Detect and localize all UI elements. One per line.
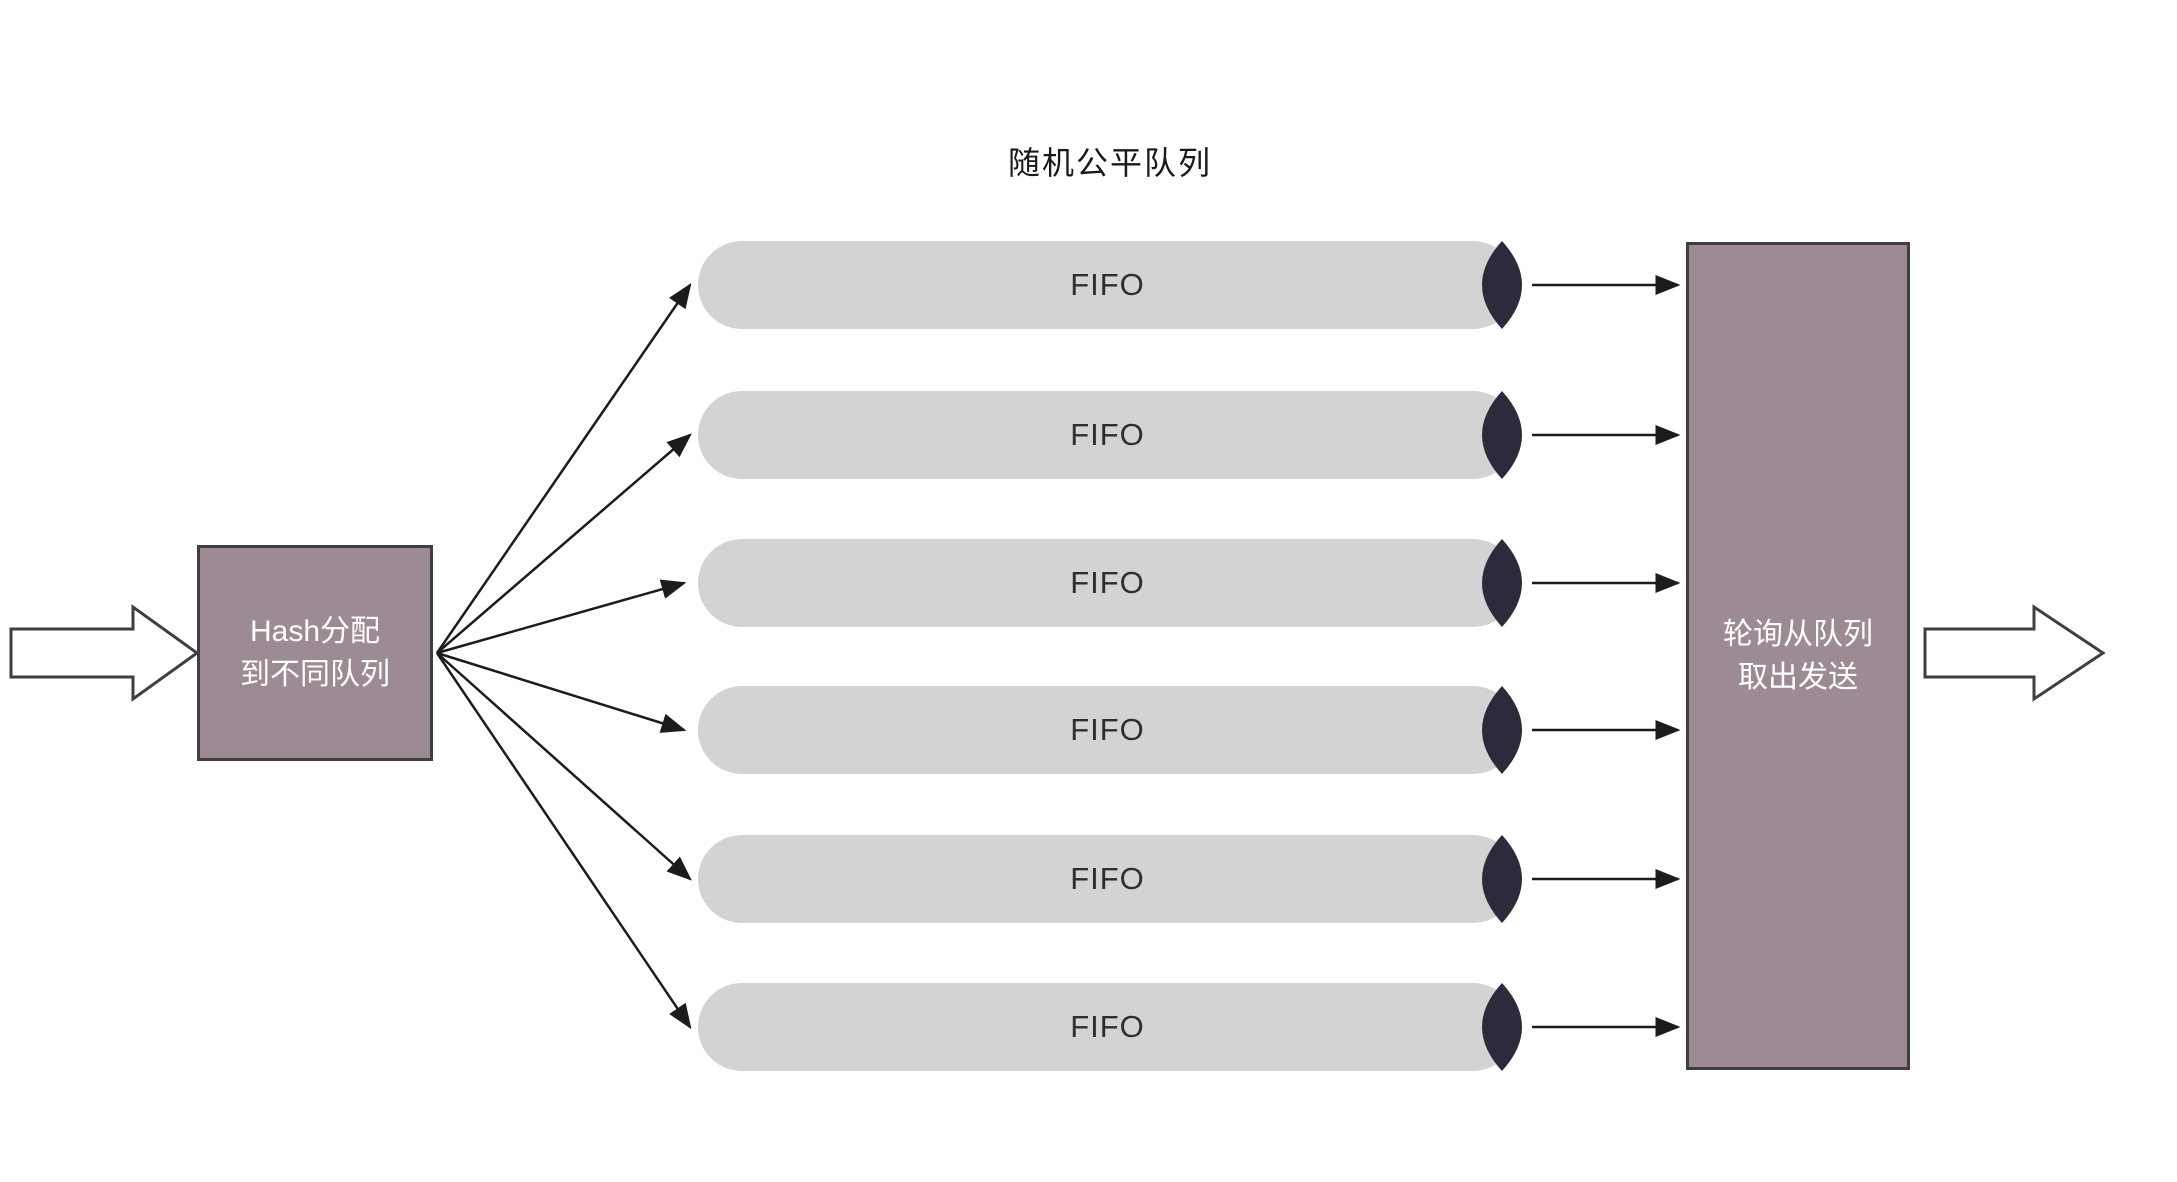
fifo-queue: FIFO bbox=[698, 983, 1517, 1071]
output-flow-arrow bbox=[1923, 604, 2106, 702]
fifo-queue: FIFO bbox=[698, 835, 1517, 923]
fifo-label: FIFO bbox=[1070, 1009, 1145, 1044]
fifo-queue: FIFO bbox=[698, 539, 1517, 627]
round-robin-box: 轮询从队列 取出发送 bbox=[1686, 242, 1910, 1070]
diagram-title: 随机公平队列 bbox=[1007, 145, 1212, 181]
fifo-label: FIFO bbox=[1070, 417, 1145, 452]
hash-to-queue-connector bbox=[436, 579, 687, 655]
hash-to-queue-connector bbox=[435, 282, 692, 654]
hash-to-queue-connector bbox=[435, 652, 692, 1030]
input-flow-arrow bbox=[9, 604, 200, 702]
fifo-queue: FIFO bbox=[698, 686, 1517, 774]
fifo-label: FIFO bbox=[1070, 267, 1145, 302]
fifo-label: FIFO bbox=[1070, 712, 1145, 747]
hash-distribution-box: Hash分配 到不同队列 bbox=[197, 545, 433, 761]
fifo-label: FIFO bbox=[1070, 565, 1145, 600]
fifo-queue: FIFO bbox=[698, 391, 1517, 479]
hash-to-queue-connector bbox=[436, 651, 687, 733]
fifo-queue: FIFO bbox=[698, 241, 1517, 329]
hash-to-queue-connector bbox=[436, 652, 692, 881]
fifo-label: FIFO bbox=[1070, 861, 1145, 896]
hash-to-queue-connector bbox=[436, 433, 692, 654]
